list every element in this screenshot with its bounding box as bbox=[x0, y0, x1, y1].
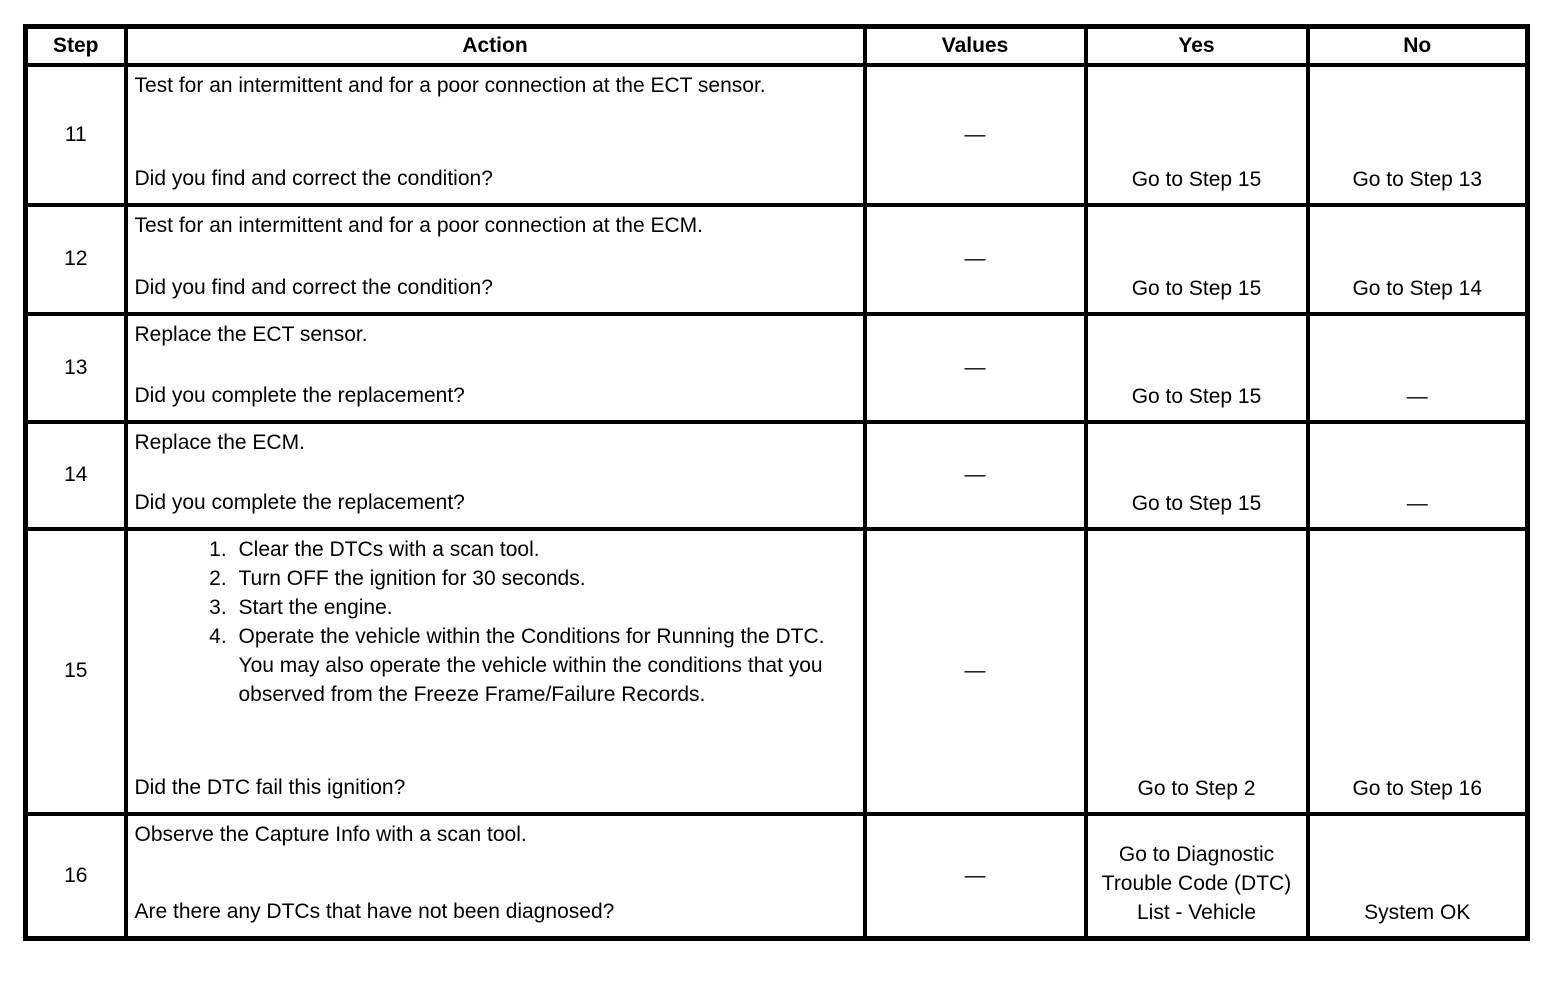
step-number: 15 bbox=[23, 527, 128, 816]
no-result: Go to Step 14 bbox=[1305, 203, 1530, 316]
action-step-item: Clear the DTCs with a scan tool. bbox=[233, 536, 853, 565]
no-result: System OK bbox=[1305, 812, 1530, 941]
values-dash: — bbox=[862, 312, 1088, 424]
values-dash: — bbox=[862, 420, 1088, 531]
header-row: Step Action Values Yes No bbox=[23, 24, 1530, 67]
action-cell: Test for an intermittent and for a poor … bbox=[123, 203, 867, 316]
step-row-14: 14 Replace the ECM. Did you complete the… bbox=[23, 420, 1530, 531]
step-row-13: 13 Replace the ECT sensor. Did you compl… bbox=[23, 312, 1530, 424]
action-cell: Replace the ECT sensor. Did you complete… bbox=[123, 312, 867, 424]
step-number: 11 bbox=[23, 63, 128, 207]
column-header-step: Step bbox=[23, 24, 128, 67]
step-row-15: 15 Clear the DTCs with a scan tool. Turn… bbox=[23, 527, 1530, 816]
values-dash: — bbox=[862, 63, 1088, 207]
action-description: Replace the ECT sensor. bbox=[134, 323, 368, 346]
action-cell: Observe the Capture Info with a scan too… bbox=[123, 812, 867, 941]
values-dash: — bbox=[862, 527, 1088, 816]
values-dash: — bbox=[862, 203, 1088, 316]
step-number: 16 bbox=[23, 812, 128, 941]
no-result: — bbox=[1305, 312, 1530, 424]
yes-result: Go to Step 15 bbox=[1083, 63, 1310, 207]
step-row-16: 16 Observe the Capture Info with a scan … bbox=[23, 812, 1530, 941]
yes-result: Go to Step 15 bbox=[1083, 312, 1310, 424]
step-row-12: 12 Test for an intermittent and for a po… bbox=[23, 203, 1530, 316]
action-question: Are there any DTCs that have not been di… bbox=[134, 900, 615, 924]
action-description: Test for an intermittent and for a poor … bbox=[134, 74, 766, 97]
action-description: Test for an intermittent and for a poor … bbox=[134, 214, 703, 237]
action-cell: Test for an intermittent and for a poor … bbox=[123, 63, 867, 207]
action-description: Observe the Capture Info with a scan too… bbox=[134, 823, 527, 846]
action-cell: Clear the DTCs with a scan tool. Turn OF… bbox=[123, 527, 867, 816]
diagnostic-step-table: Step Action Values Yes No 11 Test for an… bbox=[23, 24, 1530, 941]
yes-result: Go to Diagnostic Trouble Code (DTC) List… bbox=[1083, 812, 1310, 941]
action-description: Replace the ECM. bbox=[134, 431, 305, 454]
values-dash: — bbox=[862, 812, 1088, 941]
yes-result: Go to Step 15 bbox=[1083, 203, 1310, 316]
column-header-yes: Yes bbox=[1083, 24, 1310, 67]
yes-result: Go to Step 15 bbox=[1083, 420, 1310, 531]
action-question: Did you find and correct the condition? bbox=[134, 167, 493, 191]
action-question: Did the DTC fail this ignition? bbox=[134, 776, 406, 800]
column-header-no: No bbox=[1305, 24, 1530, 67]
step-row-11: 11 Test for an intermittent and for a po… bbox=[23, 63, 1530, 207]
no-result: — bbox=[1305, 420, 1530, 531]
action-step-item: Turn OFF the ignition for 30 seconds. bbox=[233, 565, 853, 594]
step-number: 13 bbox=[23, 312, 128, 424]
action-question: Did you complete the replacement? bbox=[134, 384, 465, 408]
no-result: Go to Step 16 bbox=[1305, 527, 1530, 816]
column-header-values: Values bbox=[862, 24, 1088, 67]
action-cell: Replace the ECM. Did you complete the re… bbox=[123, 420, 867, 531]
action-question: Did you find and correct the condition? bbox=[134, 276, 493, 300]
step-number: 14 bbox=[23, 420, 128, 531]
action-step-item: Start the engine. bbox=[233, 594, 853, 623]
yes-result-text: Go to Diagnostic Trouble Code (DTC) List… bbox=[1101, 843, 1292, 925]
column-header-action: Action bbox=[123, 24, 867, 67]
action-step-item: Operate the vehicle within the Condition… bbox=[233, 623, 853, 710]
action-question: Did you complete the replacement? bbox=[134, 491, 465, 515]
step-number: 12 bbox=[23, 203, 128, 316]
action-steps-list: Clear the DTCs with a scan tool. Turn OF… bbox=[135, 536, 853, 710]
no-result: Go to Step 13 bbox=[1305, 63, 1530, 207]
yes-result: Go to Step 2 bbox=[1083, 527, 1310, 816]
